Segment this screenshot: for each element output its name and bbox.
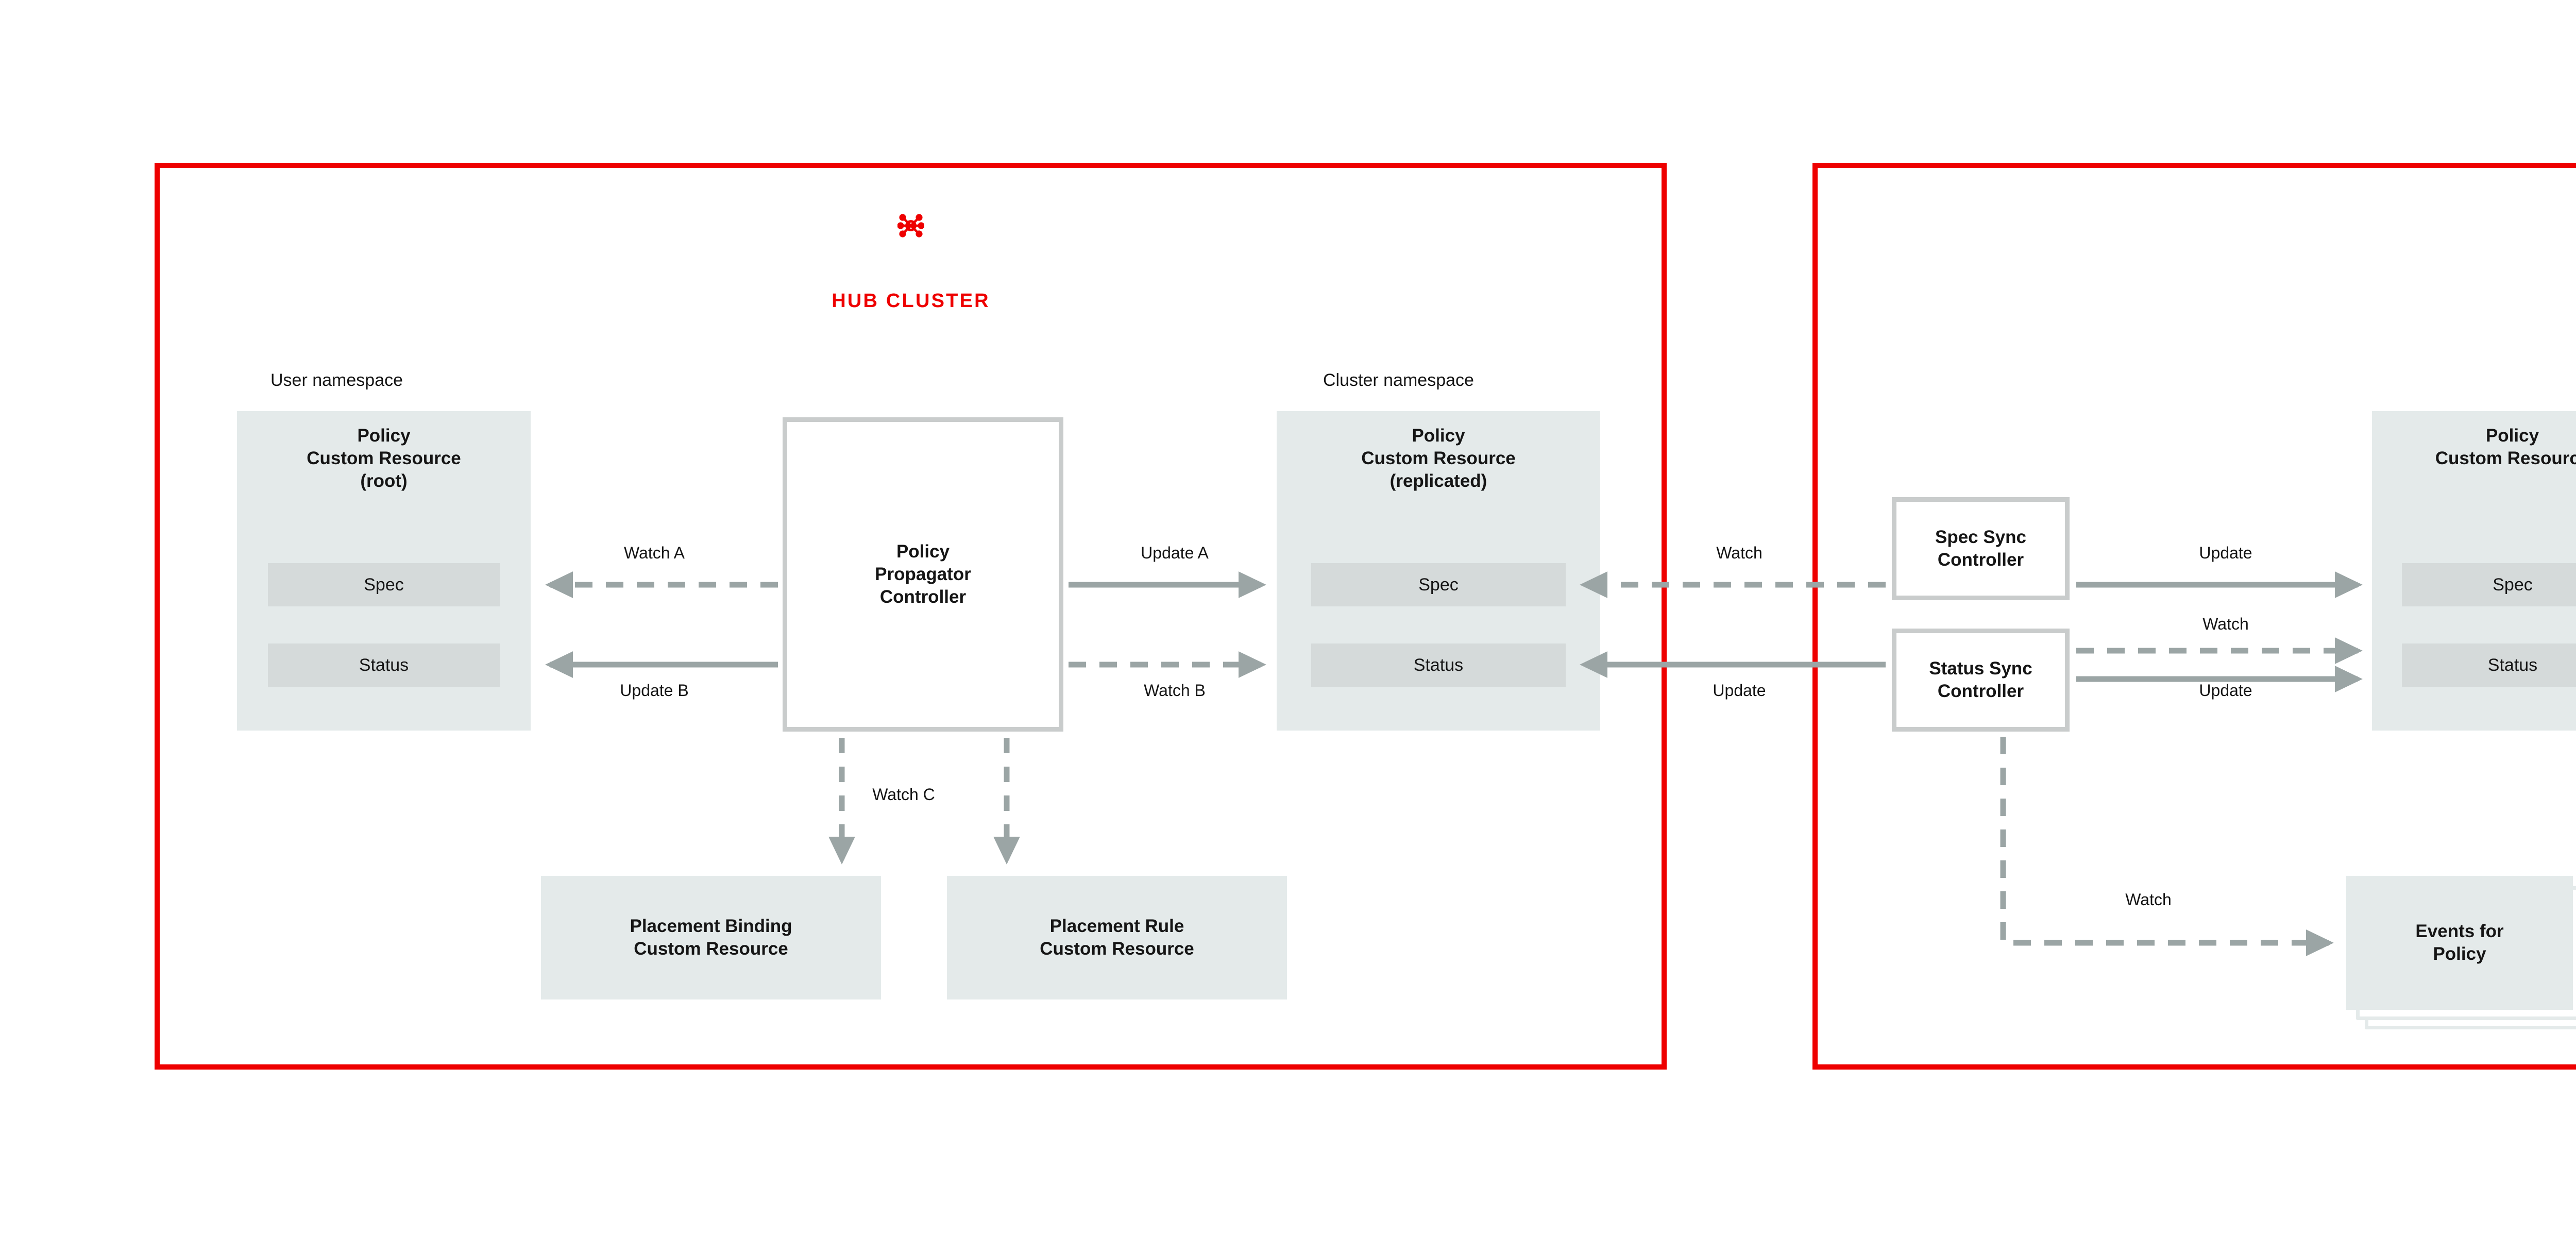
hub-cluster-boundary <box>155 163 1667 1070</box>
edge-label-update-a: Update A <box>1141 544 1209 562</box>
edge-label-cross-watch: Watch <box>1716 544 1762 562</box>
managed-cluster-title: MANAGED CLUSTER <box>2512 290 2576 312</box>
managed-policy-cr-status: Status <box>2402 643 2576 687</box>
managed-cluster-boundary <box>1812 163 2576 1070</box>
policy-cr-replicated-title: Policy Custom Resource (replicated) <box>1361 426 1516 492</box>
edge-label-watch-c: Watch C <box>872 785 935 804</box>
cluster-node-icon <box>897 212 925 239</box>
policy-cr-root-status: Status <box>268 643 500 687</box>
placement-binding-custom-resource: Placement Binding Custom Resource <box>541 876 881 999</box>
edge-label-cross-update: Update <box>1713 681 1766 700</box>
hub-cluster-title: HUB CLUSTER <box>832 290 990 312</box>
edge-label-update-b: Update B <box>620 681 689 700</box>
edge-label-spec-update: Update <box>2199 544 2252 562</box>
edge-label-status-watch: Watch <box>2202 615 2249 633</box>
managed-policy-cr-title: Policy Custom Resource <box>2435 426 2576 469</box>
cluster-namespace-label: Cluster namespace <box>1323 370 1474 390</box>
edge-label-watch-a: Watch A <box>624 544 685 562</box>
edge-label-status-update: Update <box>2199 681 2252 700</box>
status-sync-controller: Status Sync Controller <box>1892 629 2070 732</box>
managed-policy-cr-spec: Spec <box>2402 563 2576 606</box>
policy-cr-replicated-status: Status <box>1311 643 1566 687</box>
policy-cr-root-spec: Spec <box>268 563 500 606</box>
edge-label-watch-b: Watch B <box>1144 681 1206 700</box>
placement-rule-custom-resource: Placement Rule Custom Resource <box>947 876 1287 999</box>
policy-propagator-controller: Policy Propagator Controller <box>783 417 1063 732</box>
policy-cr-replicated-spec: Spec <box>1311 563 1566 606</box>
events-for-policy: Events for Policy <box>2346 876 2573 1010</box>
policy-cr-root-title: Policy Custom Resource (root) <box>307 426 461 492</box>
spec-sync-controller: Spec Sync Controller <box>1892 497 2070 600</box>
user-namespace-label: User namespace <box>270 370 403 390</box>
edge-label-events-watch: Watch <box>2125 890 2172 909</box>
